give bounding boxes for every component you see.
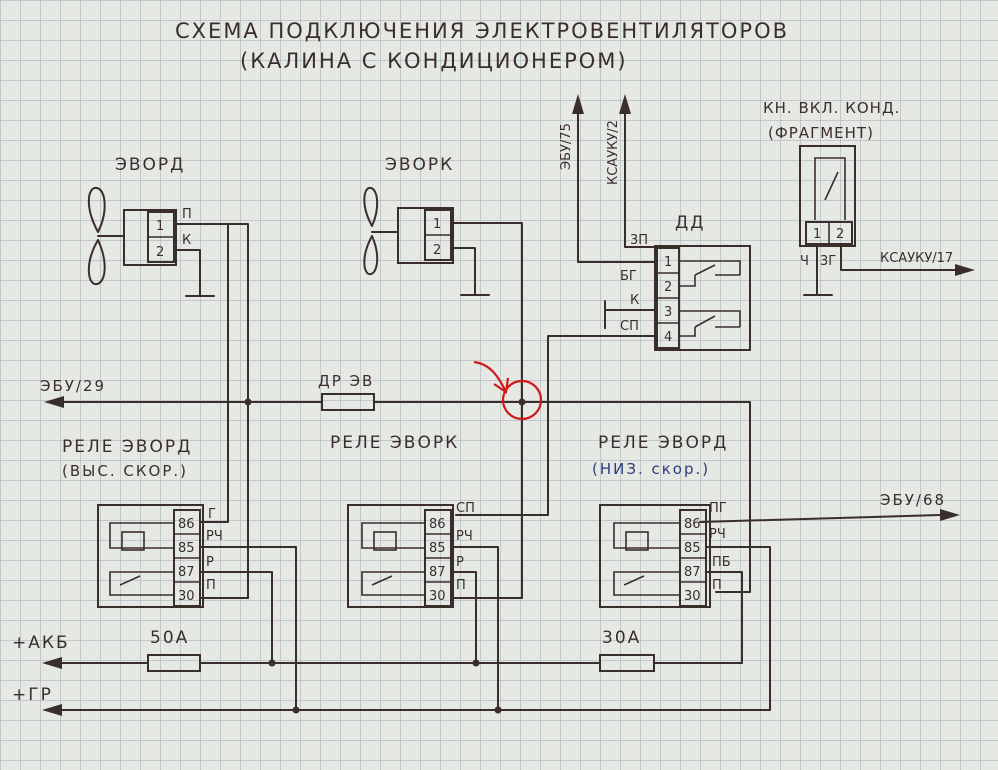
dd-wire4: СП: [620, 319, 639, 334]
fan-left-label: ЭВОРД: [115, 155, 185, 175]
relay-mid-wire-rch: РЧ: [456, 529, 473, 544]
relay-right-wire-p: П: [712, 578, 722, 593]
relay-mid-body: [347, 504, 454, 608]
relay-right-pin30: 30: [684, 589, 701, 604]
dd-pin3: 3: [664, 305, 672, 320]
relay-left-line2: (ВЫС. СКОР.): [62, 462, 188, 480]
relay-left-wire-g: Г: [208, 507, 216, 522]
resistor-label: ДР ЭВ: [318, 372, 374, 390]
relay-left-pin86: 86: [178, 517, 195, 532]
fan-mid-pin2: 2: [433, 243, 441, 258]
relay-left-pin85: 85: [178, 541, 195, 556]
gr-arrow-icon: [42, 704, 62, 716]
relay-left-body: [97, 504, 204, 608]
fan-mid-pin1: 1: [433, 217, 441, 232]
highlight-arrow-icon: [473, 360, 506, 391]
fan-mid-ground: [450, 247, 476, 295]
fan-mid-label: ЭВОРК: [385, 155, 454, 175]
relay-right-pin86: 86: [684, 517, 701, 532]
relay-right-pin85: 85: [684, 541, 701, 556]
fan-left-pin1: 1: [156, 219, 164, 234]
relay-left-pin87: 87: [178, 565, 195, 580]
ac-button-switch-icon: [814, 157, 846, 220]
relay-left-line1: РЕЛЕ ЭВОРД: [62, 437, 192, 457]
dd-pin1: 1: [664, 255, 672, 270]
relay-right-wire-rch: РЧ: [709, 527, 726, 542]
fuse-50a: [147, 654, 201, 672]
fan-left-motor: [123, 209, 177, 266]
supply-akb-label: +АКБ: [12, 633, 70, 653]
ac-button-pin1: 1: [813, 227, 821, 242]
ac-button-line2: (ФРАГМЕНТ): [768, 124, 874, 142]
relay-right-wire-pg: ПГ: [709, 501, 727, 516]
ksauku17-arrow-icon: [955, 264, 975, 276]
ebu29-label: ЭБУ/29: [40, 377, 106, 395]
fuse-30a: [599, 654, 655, 672]
highlight-circle: [501, 379, 543, 421]
relay-right-line1: РЕЛЕ ЭВОРД: [598, 433, 728, 453]
ebu75-arrow-icon: [572, 94, 584, 114]
ebu75-label: ЭБУ/75: [559, 123, 574, 170]
relay-mid-pin86: 86: [429, 517, 446, 532]
relay-right-coil-icon: [613, 522, 680, 596]
dd-switch-icon: [679, 260, 741, 337]
relay-mid-pin30: 30: [429, 589, 446, 604]
ac-button-wire1: Ч: [800, 254, 809, 269]
dd-wire3: К: [630, 293, 639, 308]
relay-left-wire-rch: РЧ: [206, 529, 223, 544]
fan-left-pin2: 2: [156, 245, 164, 260]
resistor-drev: [321, 393, 375, 411]
relay-mid-wire-sp: СП: [456, 501, 475, 516]
title-line2: (КАЛИНА С КОНДИЦИОНЕРОМ): [240, 49, 628, 73]
dd-wire1: 3П: [630, 233, 648, 248]
dd-block: [654, 245, 751, 351]
fan-mid-motor: [397, 207, 454, 264]
relay-left-wire-p: П: [206, 578, 216, 593]
fuse-right-label: 30А: [602, 628, 641, 648]
ksauku2-label: КСАУКУ/2: [606, 120, 621, 185]
dd-wire2: БГ: [620, 269, 637, 284]
ksauku17-label: КСАУКУ/17: [880, 251, 953, 266]
ebu29-arrow-icon: [44, 396, 64, 408]
dd-pin4: 4: [664, 330, 672, 345]
relay-right-line2: (НИЗ. скор.): [592, 460, 710, 478]
relay-left-pin30: 30: [178, 589, 195, 604]
title-line1: СХЕМА ПОДКЛЮЧЕНИЯ ЭЛЕКТРОВЕНТИЛЯТОРОВ: [175, 19, 789, 43]
fan-left-term-p: П: [182, 207, 192, 222]
ac-button-line1: КН. ВКЛ. КОНД.: [763, 99, 900, 117]
relay-left-wire-r: Р: [206, 555, 214, 570]
fan-left-ground: [173, 249, 201, 296]
fuse-left-label: 50А: [150, 628, 189, 648]
relay-right-body: [599, 504, 711, 608]
ac-button-wire2: 3Г: [820, 254, 836, 269]
relay-mid-line1: РЕЛЕ ЭВОРК: [330, 433, 459, 453]
relay-mid-wire-p: П: [456, 578, 466, 593]
relay-right-wire-pb: ПБ: [712, 555, 731, 570]
relay-mid-pin85: 85: [429, 541, 446, 556]
relay-mid-wire-r: Р: [456, 555, 464, 570]
ebu68-label: ЭБУ/68: [880, 491, 946, 509]
ac-button-body: [799, 145, 856, 247]
ksauku2-arrow-icon: [619, 94, 631, 114]
dd-pin2: 2: [664, 280, 672, 295]
fan-left-term-k: К: [182, 233, 191, 248]
ac-button-pin2: 2: [836, 227, 844, 242]
supply-gr-label: +ГР: [12, 685, 53, 705]
akb-arrow-icon: [42, 657, 62, 669]
relay-left-coil-icon: [109, 522, 174, 596]
ebu68-arrow-icon: [940, 509, 960, 521]
relay-mid-coil-icon: [361, 522, 425, 596]
dd-label: ДД: [675, 213, 706, 233]
relay-right-pin87: 87: [684, 565, 701, 580]
relay-mid-pin87: 87: [429, 565, 446, 580]
fan-mid-propeller-icon: [363, 186, 399, 276]
fan-left-propeller-icon: [87, 186, 125, 285]
